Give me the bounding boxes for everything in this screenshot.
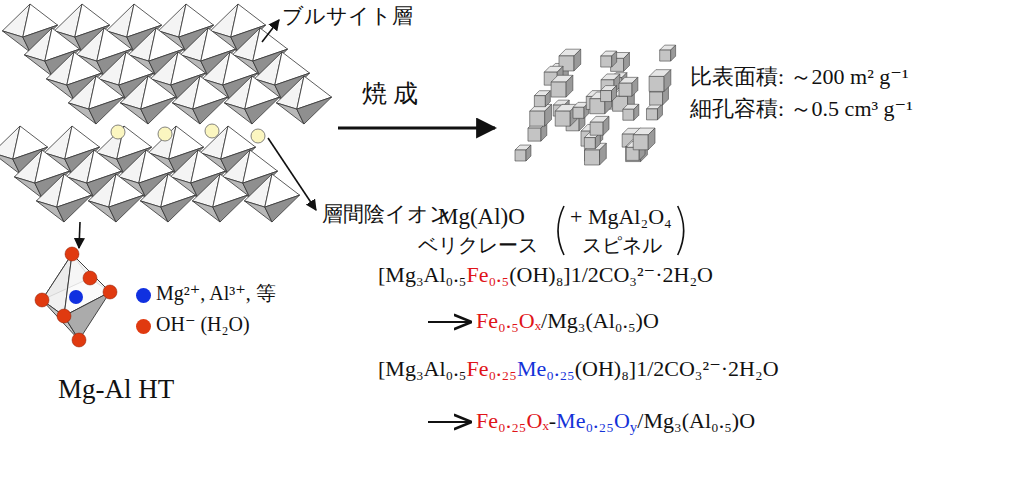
crystallite (545, 104, 552, 126)
crystallite (623, 109, 634, 120)
octahedron-face (265, 195, 300, 222)
reaction-arrow (428, 321, 470, 323)
crystallite (515, 150, 526, 161)
crystallite (555, 111, 570, 126)
bracket (558, 206, 564, 255)
crystallite (600, 143, 607, 165)
octahedron-face (89, 97, 124, 124)
leader-arrow (268, 138, 316, 210)
crystallite (646, 109, 657, 120)
crystallite (660, 50, 671, 61)
interlayer-anion (158, 127, 172, 141)
octahedron-face (245, 97, 280, 124)
crystallite (526, 145, 531, 161)
crystallite (612, 51, 617, 67)
crystallite (590, 122, 603, 135)
metal-cation (69, 290, 83, 304)
chemical-formula: Fe₀.₂₅Oₓ-Me₀.₂₅Oy/Mg₃(Al₀.₅)O (476, 408, 755, 436)
crystallite (585, 150, 600, 165)
leader-arrow (79, 222, 80, 248)
part-name: 層間陰イオン (322, 202, 451, 226)
octahedron-inset (35, 247, 117, 347)
chemical-formula: Fe₀.₅Oₓ/Mg₃(Al₀.₅)O (476, 308, 659, 333)
phase-formula: + MgAl₂O₄ (570, 204, 672, 229)
legend-text: Mg²⁺, Al³⁺, 等 (156, 282, 276, 305)
crystallite (664, 70, 671, 92)
hydroxide-ion (103, 285, 117, 299)
periclase-crystallites (515, 45, 676, 165)
phase-formula: Mg(Al)O (438, 204, 525, 230)
crystallite (649, 76, 664, 91)
octahedron-face (161, 195, 196, 222)
crystallite (634, 104, 639, 120)
octahedron-face (193, 97, 228, 124)
crystallite (650, 92, 663, 105)
crystallite (545, 91, 550, 107)
octahedron-face (109, 195, 144, 222)
crystallite (601, 91, 612, 102)
crystallite (574, 49, 581, 71)
crystallite (648, 128, 655, 150)
crystallite (633, 135, 648, 150)
crystallite (530, 111, 545, 126)
legend-swatch (136, 288, 151, 303)
crystallite (624, 53, 630, 72)
crystallite (603, 116, 609, 135)
crystallite (551, 82, 566, 97)
process-name: 焼 成 (362, 80, 418, 109)
octahedron-face (297, 97, 332, 124)
bracket (678, 206, 684, 255)
crystallite (619, 83, 632, 96)
hydroxide-ion (35, 293, 49, 307)
legend-swatch (136, 319, 151, 334)
property-value: 比表面積: ～200 m² g⁻¹ (690, 64, 909, 89)
crystallite (534, 96, 545, 107)
crystallite (601, 56, 612, 67)
reaction-arrow (428, 421, 470, 423)
crystallite (584, 138, 595, 149)
phase-name: スピネル (582, 234, 662, 257)
hydroxide-ion (65, 247, 79, 261)
calcination-arrow (338, 127, 495, 130)
octahedron-face (141, 97, 176, 124)
hydroxide-ion (72, 333, 86, 347)
leader-arrow (262, 20, 279, 42)
chemical-formula: [Mg₃Al₀.₅Fe₀.₂₅Me₀.₂₅(OH)₈]1/2CO₃²⁻·2H₂O (378, 356, 779, 381)
interlayer-anion (111, 125, 125, 139)
interlayer-anion (205, 124, 219, 138)
crystallite (657, 104, 662, 120)
legend-text: OH⁻ (H₂O) (156, 313, 250, 336)
layer-name: ブルサイト層 (282, 4, 413, 28)
property-value: 細孔容積: ～0.5 cm³ g⁻¹ (690, 96, 913, 121)
crystallite (528, 128, 541, 141)
crystallite (573, 107, 584, 118)
brucite-layers (0, 4, 332, 222)
octahedron-face (57, 195, 92, 222)
crystallite (632, 77, 638, 96)
crystallite (612, 86, 617, 102)
crystallite (671, 45, 676, 61)
hydroxide-ion (83, 271, 97, 285)
crystallite (566, 75, 573, 97)
interlayer-anion (251, 129, 265, 143)
octahedron-face (213, 195, 248, 222)
chemical-formula: [Mg₃Al₀.₅Fe₀.₅(OH)₈]1/2CO₃²⁻·2H₂O (378, 262, 713, 287)
phase-name: ベリクレース (418, 234, 538, 257)
material-name: Mg-Al HT (58, 374, 174, 405)
hydroxide-ion (57, 309, 71, 323)
